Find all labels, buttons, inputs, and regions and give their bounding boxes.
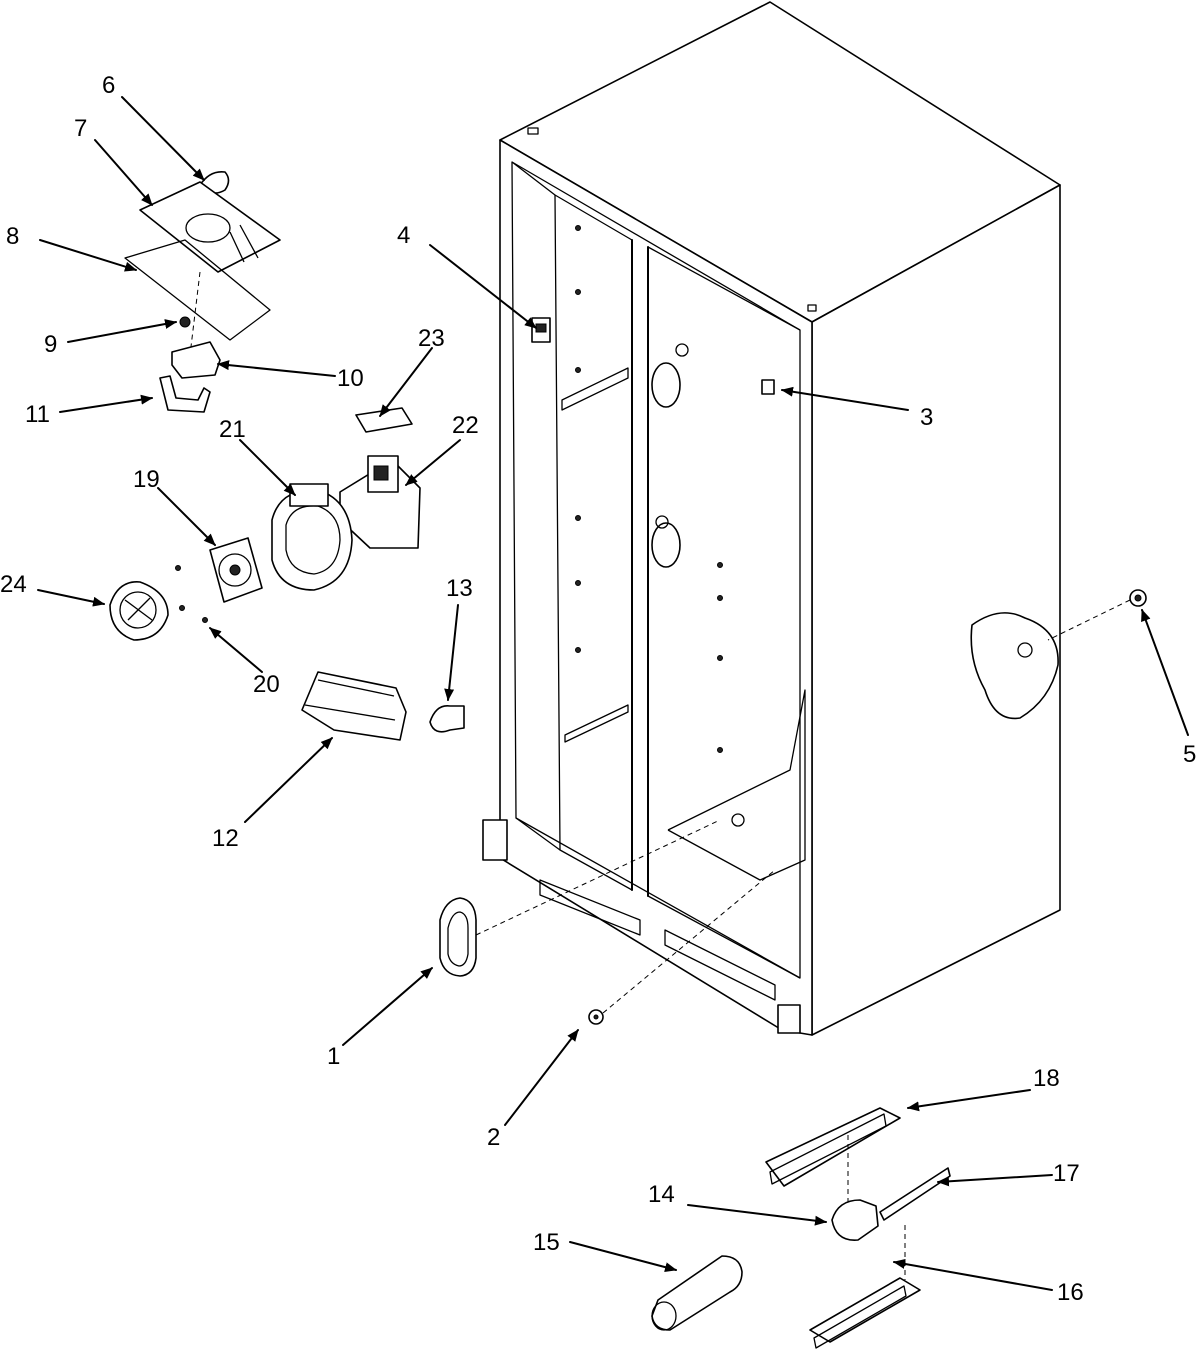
callout-5: 5	[1183, 741, 1196, 768]
callout-1: 1	[327, 1043, 340, 1070]
part-16-housing	[809, 1277, 921, 1349]
callout-15: 15	[533, 1229, 560, 1256]
callout-14: 14	[648, 1181, 675, 1208]
part-1-grille	[439, 897, 477, 977]
part-2-plug	[588, 1009, 604, 1025]
callout-4: 4	[397, 222, 410, 249]
part-3-clip	[761, 379, 775, 395]
refrigerator-cabinet	[482, 1, 1061, 1036]
callout-8: 8	[6, 223, 19, 250]
callout-21: 21	[219, 416, 246, 443]
callout-20: 20	[253, 671, 280, 698]
callout-11: 11	[25, 401, 50, 428]
callout-10: 10	[337, 365, 364, 392]
callout-16: 16	[1057, 1279, 1084, 1306]
part-22-housing	[339, 455, 421, 549]
callout-24: 24	[0, 571, 27, 598]
part-18-filter-head	[765, 1107, 901, 1187]
leader-lines	[37, 96, 1189, 1291]
callout-17: 17	[1053, 1160, 1080, 1187]
part-19-fan-motor	[209, 537, 263, 603]
part-17-tube	[879, 1167, 951, 1221]
callout-6: 6	[102, 72, 115, 99]
part-5-nut	[1129, 589, 1147, 607]
callout-19: 19	[133, 466, 160, 493]
part-10-motor	[171, 341, 221, 379]
part-9-screw	[179, 316, 191, 328]
callout-labels: 1 2 3 4 5 6 7 8 9 10 11 12 13 14 15 16 1…	[0, 72, 1196, 1306]
part-15-filter	[651, 1255, 743, 1331]
part-4-switch	[531, 317, 551, 343]
part-13-lamp	[429, 705, 465, 733]
part-11-bracket	[159, 375, 211, 413]
callout-7: 7	[74, 115, 87, 142]
callout-22: 22	[452, 412, 479, 439]
callout-2: 2	[487, 1124, 500, 1151]
callout-12: 12	[212, 825, 239, 852]
part-14-bypass-cap	[831, 1199, 879, 1241]
callout-3: 3	[920, 404, 933, 431]
part-21-shroud	[271, 483, 353, 591]
part-12-bin	[301, 671, 407, 741]
part-24-fan-blade	[109, 581, 169, 641]
callout-18: 18	[1033, 1065, 1060, 1092]
callout-23: 23	[418, 325, 445, 352]
part-20-screws	[175, 565, 208, 623]
callout-9: 9	[44, 331, 57, 358]
callout-13: 13	[446, 575, 473, 602]
part-7-cover	[139, 181, 281, 273]
